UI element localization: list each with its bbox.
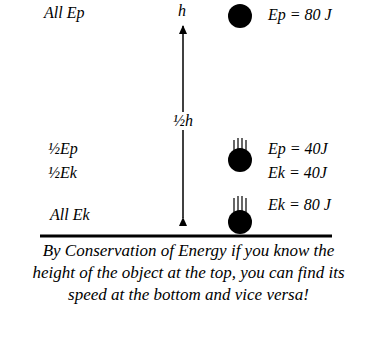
energy-value: Ep = 80 J bbox=[268, 6, 332, 24]
height-label: h bbox=[178, 2, 186, 20]
energy-value: Ek = 80 J bbox=[268, 196, 331, 214]
ball-middle bbox=[228, 148, 252, 172]
caption: By Conservation of Energy if you know th… bbox=[20, 240, 357, 306]
energy-label: ½Ek bbox=[48, 164, 77, 182]
ground-line bbox=[40, 235, 332, 238]
motion-lines bbox=[234, 138, 246, 150]
energy-value: Ep = 40J bbox=[268, 140, 328, 158]
ball-top bbox=[228, 4, 252, 28]
energy-label: ½Ep bbox=[48, 140, 78, 158]
motion-lines bbox=[234, 196, 246, 212]
energy-label: All Ek bbox=[50, 206, 90, 224]
height-label: ½h bbox=[171, 112, 195, 130]
ball-bottom bbox=[228, 210, 252, 234]
energy-value: Ek = 40J bbox=[268, 164, 327, 182]
energy-label: All Ep bbox=[44, 4, 84, 22]
